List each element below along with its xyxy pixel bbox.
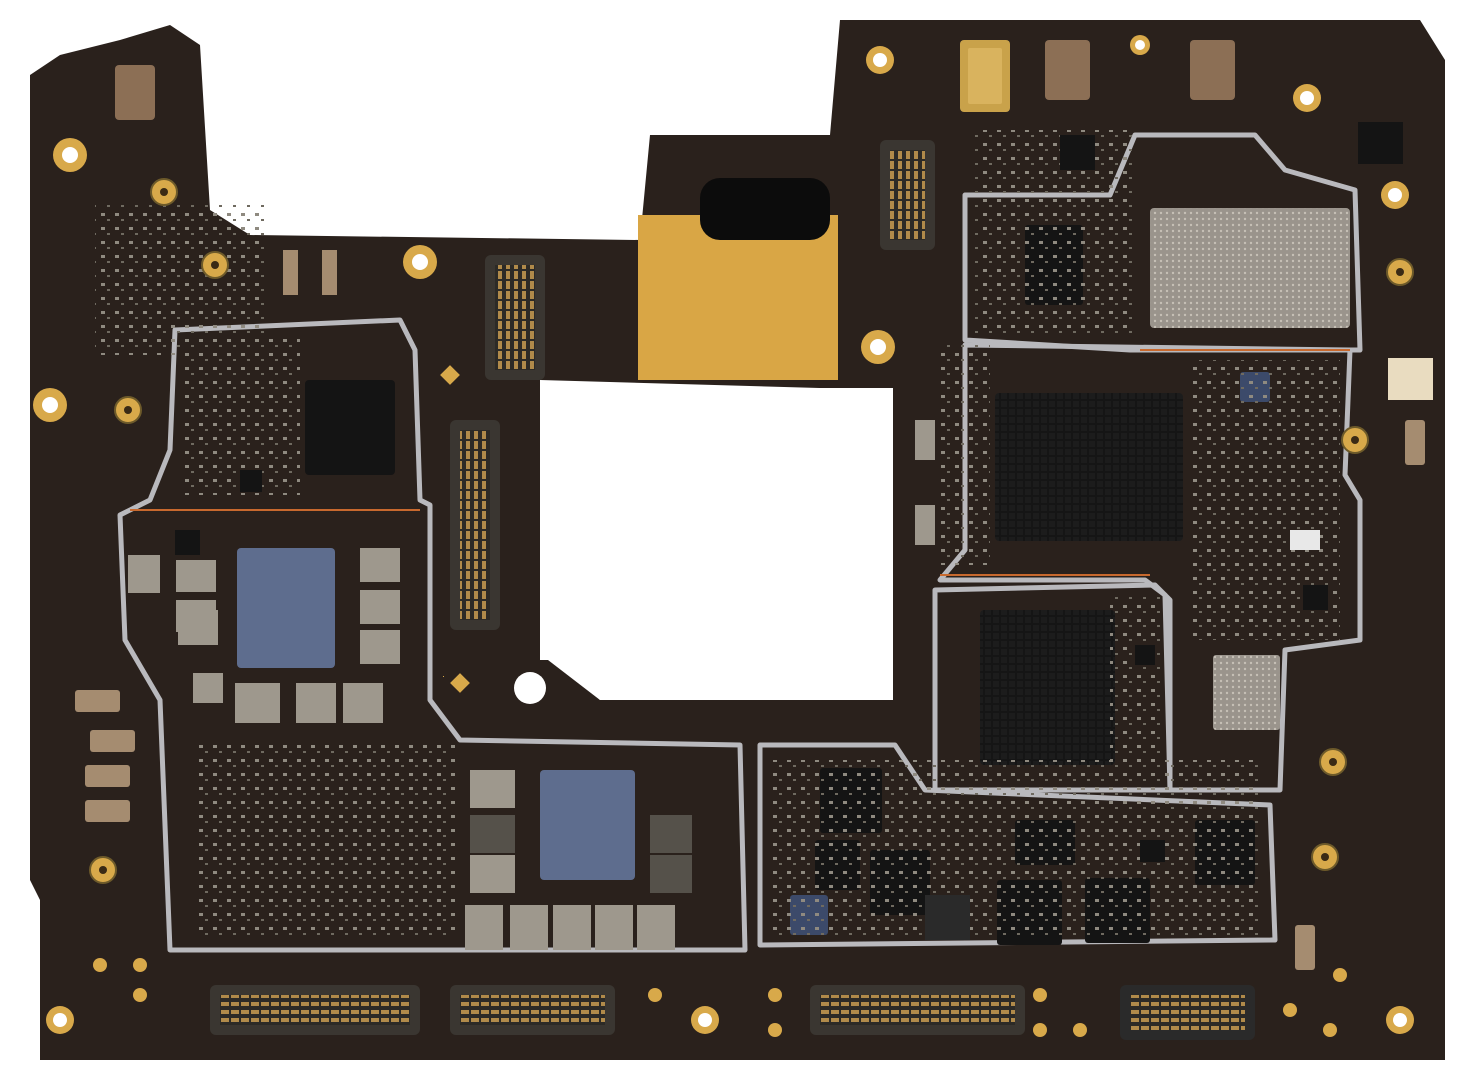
small-ics	[175, 122, 1403, 940]
black-tape	[700, 178, 830, 240]
coax-connectors	[89, 178, 1414, 884]
rf-shield-lines	[117, 132, 1363, 953]
test-pads	[93, 365, 1347, 1037]
gold-tape	[638, 215, 838, 380]
mounting-holes	[33, 35, 1414, 1034]
passive-components	[128, 420, 935, 950]
board-cutout	[548, 388, 893, 700]
spring-contacts	[75, 40, 1425, 970]
smd-fields	[95, 130, 1340, 940]
copper-traces	[130, 349, 1350, 576]
connectors-horizontal	[210, 985, 1255, 1040]
connectors-vertical	[450, 140, 935, 630]
